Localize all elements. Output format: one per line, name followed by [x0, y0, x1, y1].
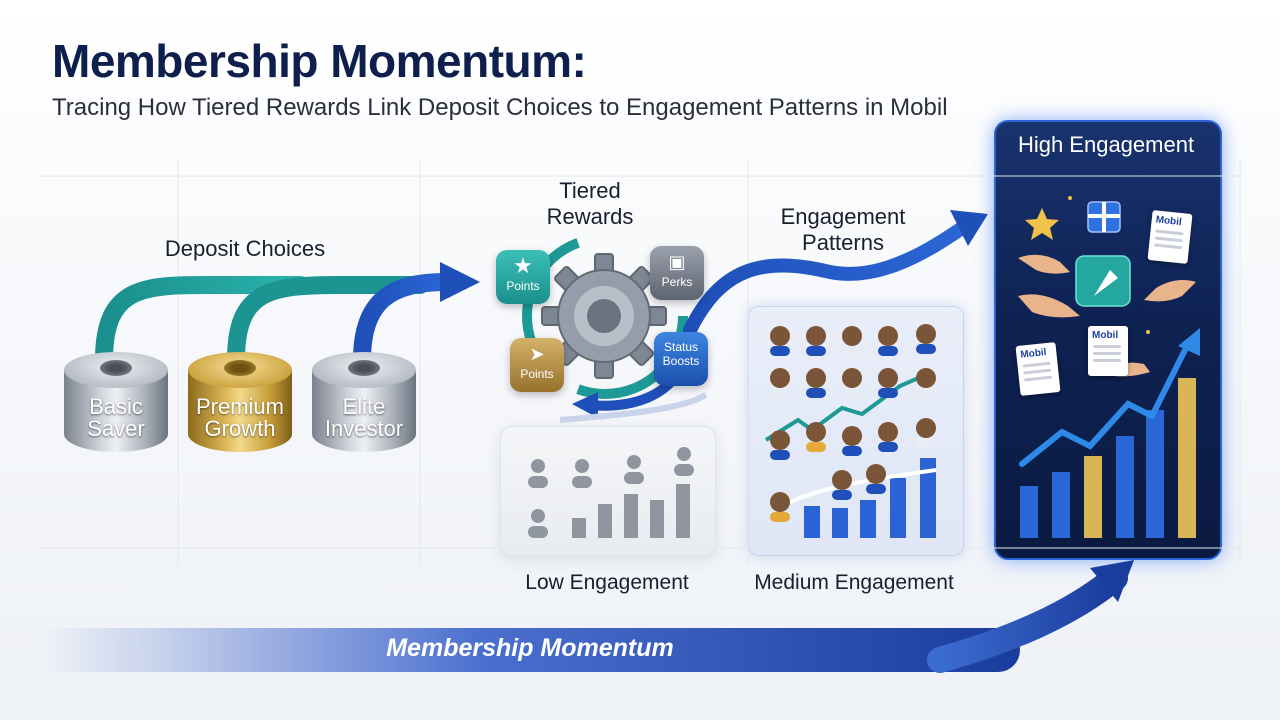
mobil-brand-text: Mobil	[1019, 347, 1048, 361]
tiered-rewards-label: Tiered Rewards	[535, 178, 645, 230]
badge-label-line1: Status	[663, 340, 699, 354]
perks-gift-badge[interactable]: ▣ Perks	[650, 246, 704, 300]
teal-arrow-2	[227, 276, 429, 369]
status-boosts-badge[interactable]: Status Boosts	[654, 332, 708, 386]
high-engagement-label: High Engagement	[1017, 132, 1195, 157]
badge-label: Points	[506, 279, 540, 293]
member-avatars	[766, 322, 946, 522]
rocket-icon: ➤	[529, 344, 545, 364]
page-title: Membership Momentum:	[52, 35, 587, 87]
medium-engagement-bars	[804, 458, 936, 538]
tiered-rewards-line1: Tiered	[559, 178, 621, 203]
badge-label: Points	[520, 367, 554, 381]
avatar-grid	[770, 324, 936, 522]
mobil-brand-text: Mobil	[1092, 330, 1119, 341]
points-rocket-badge[interactable]: ➤ Points	[510, 338, 564, 392]
gear-icon	[541, 253, 667, 379]
mobil-card: Mobil	[1015, 342, 1061, 396]
mobil-card: Mobil	[1088, 326, 1128, 376]
badge-label-line2: Boosts	[662, 354, 700, 368]
tier-label-line2: Investor	[324, 416, 404, 441]
low-engagement-people-icon	[528, 447, 694, 538]
points-star-badge[interactable]: ★ Points	[496, 250, 550, 304]
low-engagement-label: Low Engagement	[525, 571, 689, 594]
page-subtitle: Tracing How Tiered Rewards Link Deposit …	[52, 94, 948, 121]
engagement-patterns-label: Engagement Patterns	[748, 204, 938, 256]
blue-arrow-deposit	[353, 273, 455, 369]
high-engagement-bars	[1020, 378, 1196, 538]
tier-label-line2: Growth	[204, 416, 276, 441]
mobil-brand-text: Mobil	[1155, 214, 1183, 229]
mobil-card: Mobil	[1147, 210, 1193, 264]
tier-label-line1: Basic	[89, 394, 143, 419]
medium-engagement-label: Medium Engagement	[754, 571, 954, 594]
momentum-arrow	[927, 565, 1128, 673]
engagement-patterns-line1: Engagement	[780, 204, 906, 229]
handshake-icon	[1018, 254, 1196, 377]
tier-label-line2: Saver	[87, 416, 145, 441]
medium-trend-line	[764, 370, 933, 442]
tier-label-line1: Premium	[195, 394, 284, 419]
engagement-arrow	[683, 219, 972, 337]
low-engagement-bars	[572, 484, 690, 538]
star-icon: ★	[513, 253, 533, 278]
tier-label-line1: Elite	[342, 394, 386, 419]
star-icon	[1025, 208, 1059, 240]
gift-icon	[1087, 201, 1121, 233]
teal-arrow-1	[95, 275, 309, 369]
high-trend-arrow	[1019, 341, 1191, 467]
engagement-patterns-line2: Patterns	[802, 230, 884, 255]
momentum-banner-text: Membership Momentum	[386, 634, 674, 662]
deposit-choices-label: Deposit Choices	[164, 236, 326, 261]
badge-label: Perks	[661, 275, 693, 289]
gift-icon: ▣	[668, 252, 686, 272]
tiered-rewards-line2: Rewards	[546, 204, 634, 229]
rocket-icon	[1075, 255, 1131, 307]
